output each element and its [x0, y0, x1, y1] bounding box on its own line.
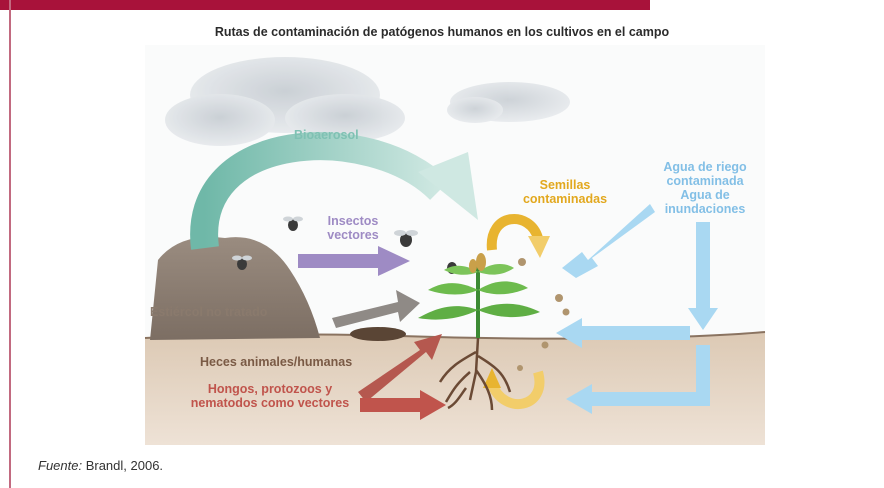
hongos-label-line1: Hongos, protozoos y — [207, 382, 333, 396]
contaminated-seeds — [517, 258, 570, 371]
insectos-label-line2: vectores — [327, 228, 379, 242]
agua-label-line1: Agua de riego — [663, 160, 747, 174]
semillas-label-line2: contaminadas — [522, 192, 608, 206]
agua-label: Agua de riego contaminada Agua de inunda… — [650, 160, 760, 216]
feces-pile — [350, 327, 406, 341]
bioaerosol-label: Bioaerosol — [294, 128, 359, 142]
hongos-label: Hongos, protozoos y nematodos como vecto… — [180, 382, 360, 410]
water-arrows — [556, 204, 718, 414]
insectos-label: Insectos vectores — [318, 214, 388, 242]
agua-label-line2: contaminada — [666, 174, 744, 188]
seed-cycle-arrow-top — [486, 214, 550, 258]
cloud-right — [447, 82, 570, 123]
agua-label-line4: inundaciones — [664, 202, 746, 216]
heces-arrow — [358, 334, 442, 402]
bioaerosol-arrow — [190, 132, 478, 250]
top-banner — [0, 0, 650, 10]
agua-label-line3: Agua de — [680, 188, 730, 202]
fly-1 — [283, 216, 303, 231]
manure-heap — [150, 236, 320, 340]
hongos-arrow — [360, 390, 446, 420]
plant — [418, 253, 540, 338]
source-text: Brandl, 2006. — [82, 458, 164, 473]
roots — [438, 337, 512, 411]
heces-label: Heces animales/humanas — [200, 355, 353, 369]
hongos-label-line2: nematodos como vectores — [190, 396, 350, 410]
source-label: Fuente: — [38, 458, 83, 473]
semillas-label-line1: Semillas — [539, 178, 591, 192]
fly-2 — [394, 230, 418, 247]
seed-cycle-arrow-bottom — [483, 368, 545, 409]
cloud-left — [165, 57, 405, 146]
left-rule — [9, 0, 11, 488]
source-note: Fuente: Brandl, 2006. — [38, 458, 163, 473]
insectos-label-line1: Insectos — [327, 214, 379, 228]
figure-title: Rutas de contaminación de patógenos huma… — [214, 25, 670, 39]
manure-arrow — [332, 290, 420, 328]
insect-vector-arrow — [298, 246, 410, 276]
semillas-label: Semillas contaminadas — [510, 178, 620, 206]
fly-3 — [232, 255, 252, 270]
estiercol-label: Estiércol no tratado — [150, 305, 268, 319]
